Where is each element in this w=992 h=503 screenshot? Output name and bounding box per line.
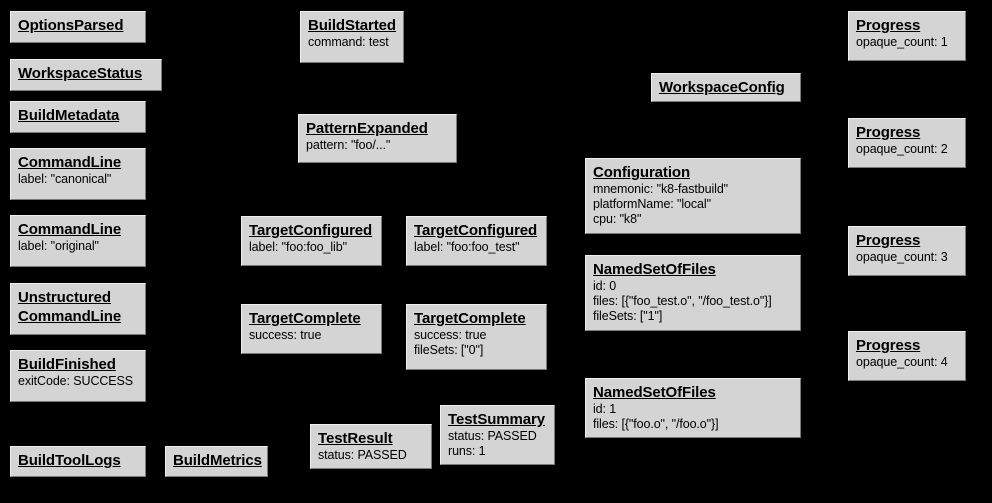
node-title: TestSummary	[448, 411, 545, 428]
node-fields: opaque_count: 3	[856, 250, 948, 264]
node-title: BuildMetrics	[173, 452, 262, 469]
node-fields: pattern: "foo/..."	[306, 138, 391, 152]
node-fields: id: 0 files: [{"foo_test.o", "/foo_test.…	[593, 279, 772, 323]
node-fields: success: true fileSets: ["0"]	[414, 328, 487, 357]
node-fields: opaque_count: 4	[856, 355, 948, 369]
node-title: BuildFinished	[18, 356, 116, 373]
node-title: OptionsParsed	[18, 17, 124, 34]
node-unstructured-cmdline[interactable]: Unstructured CommandLine	[10, 283, 146, 335]
node-title: NamedSetOfFiles	[593, 261, 716, 278]
node-title: WorkspaceConfig	[659, 79, 785, 96]
node-title: BuildStarted	[308, 17, 396, 34]
node-fields: opaque_count: 2	[856, 142, 948, 156]
node-workspace-config[interactable]: WorkspaceConfig	[651, 73, 801, 102]
node-title: WorkspaceStatus	[18, 65, 143, 82]
node-fields: command: test	[308, 35, 389, 49]
node-title: Configuration	[593, 164, 691, 181]
node-title: TargetComplete	[414, 310, 526, 327]
node-title: PatternExpanded	[306, 120, 428, 137]
node-fields: mnemonic: "k8-fastbuild" platformName: "…	[593, 182, 729, 226]
node-title: Progress	[856, 17, 921, 34]
node-title: BuildToolLogs	[18, 452, 121, 469]
node-build-tool-logs[interactable]: BuildToolLogs	[10, 446, 146, 477]
node-title: TestResult	[318, 430, 393, 447]
node-title: TargetConfigured	[414, 222, 538, 239]
node-fields: success: true	[249, 328, 322, 342]
node-title: CommandLine	[18, 154, 122, 171]
node-fields: label: "foo:foo_test"	[414, 240, 520, 254]
node-fields: label: "foo:foo_lib"	[249, 240, 347, 254]
node-title: Unstructured CommandLine	[18, 289, 122, 325]
node-title: CommandLine	[18, 221, 122, 238]
node-title: BuildMetadata	[18, 107, 120, 124]
node-title: Progress	[856, 337, 921, 354]
node-fields: status: PASSED	[318, 448, 407, 462]
node-workspace-status[interactable]: WorkspaceStatus	[10, 59, 162, 91]
node-title: Progress	[856, 124, 921, 141]
node-title: NamedSetOfFiles	[593, 384, 716, 401]
node-fields: label: "canonical"	[18, 172, 112, 186]
node-title: TargetConfigured	[249, 222, 373, 239]
node-fields: label: "original"	[18, 239, 99, 253]
node-fields: opaque_count: 1	[856, 35, 948, 49]
node-fields: exitCode: SUCCESS	[18, 374, 134, 388]
node-build-metrics[interactable]: BuildMetrics	[165, 446, 268, 477]
node-build-metadata[interactable]: BuildMetadata	[10, 101, 146, 133]
node-options-parsed[interactable]: OptionsParsed	[10, 11, 146, 43]
node-title: Progress	[856, 232, 921, 249]
node-fields: status: PASSED runs: 1	[448, 429, 537, 458]
node-fields: id: 1 files: [{"foo.o", "/foo.o"}]	[593, 402, 719, 431]
node-title: TargetComplete	[249, 310, 361, 327]
